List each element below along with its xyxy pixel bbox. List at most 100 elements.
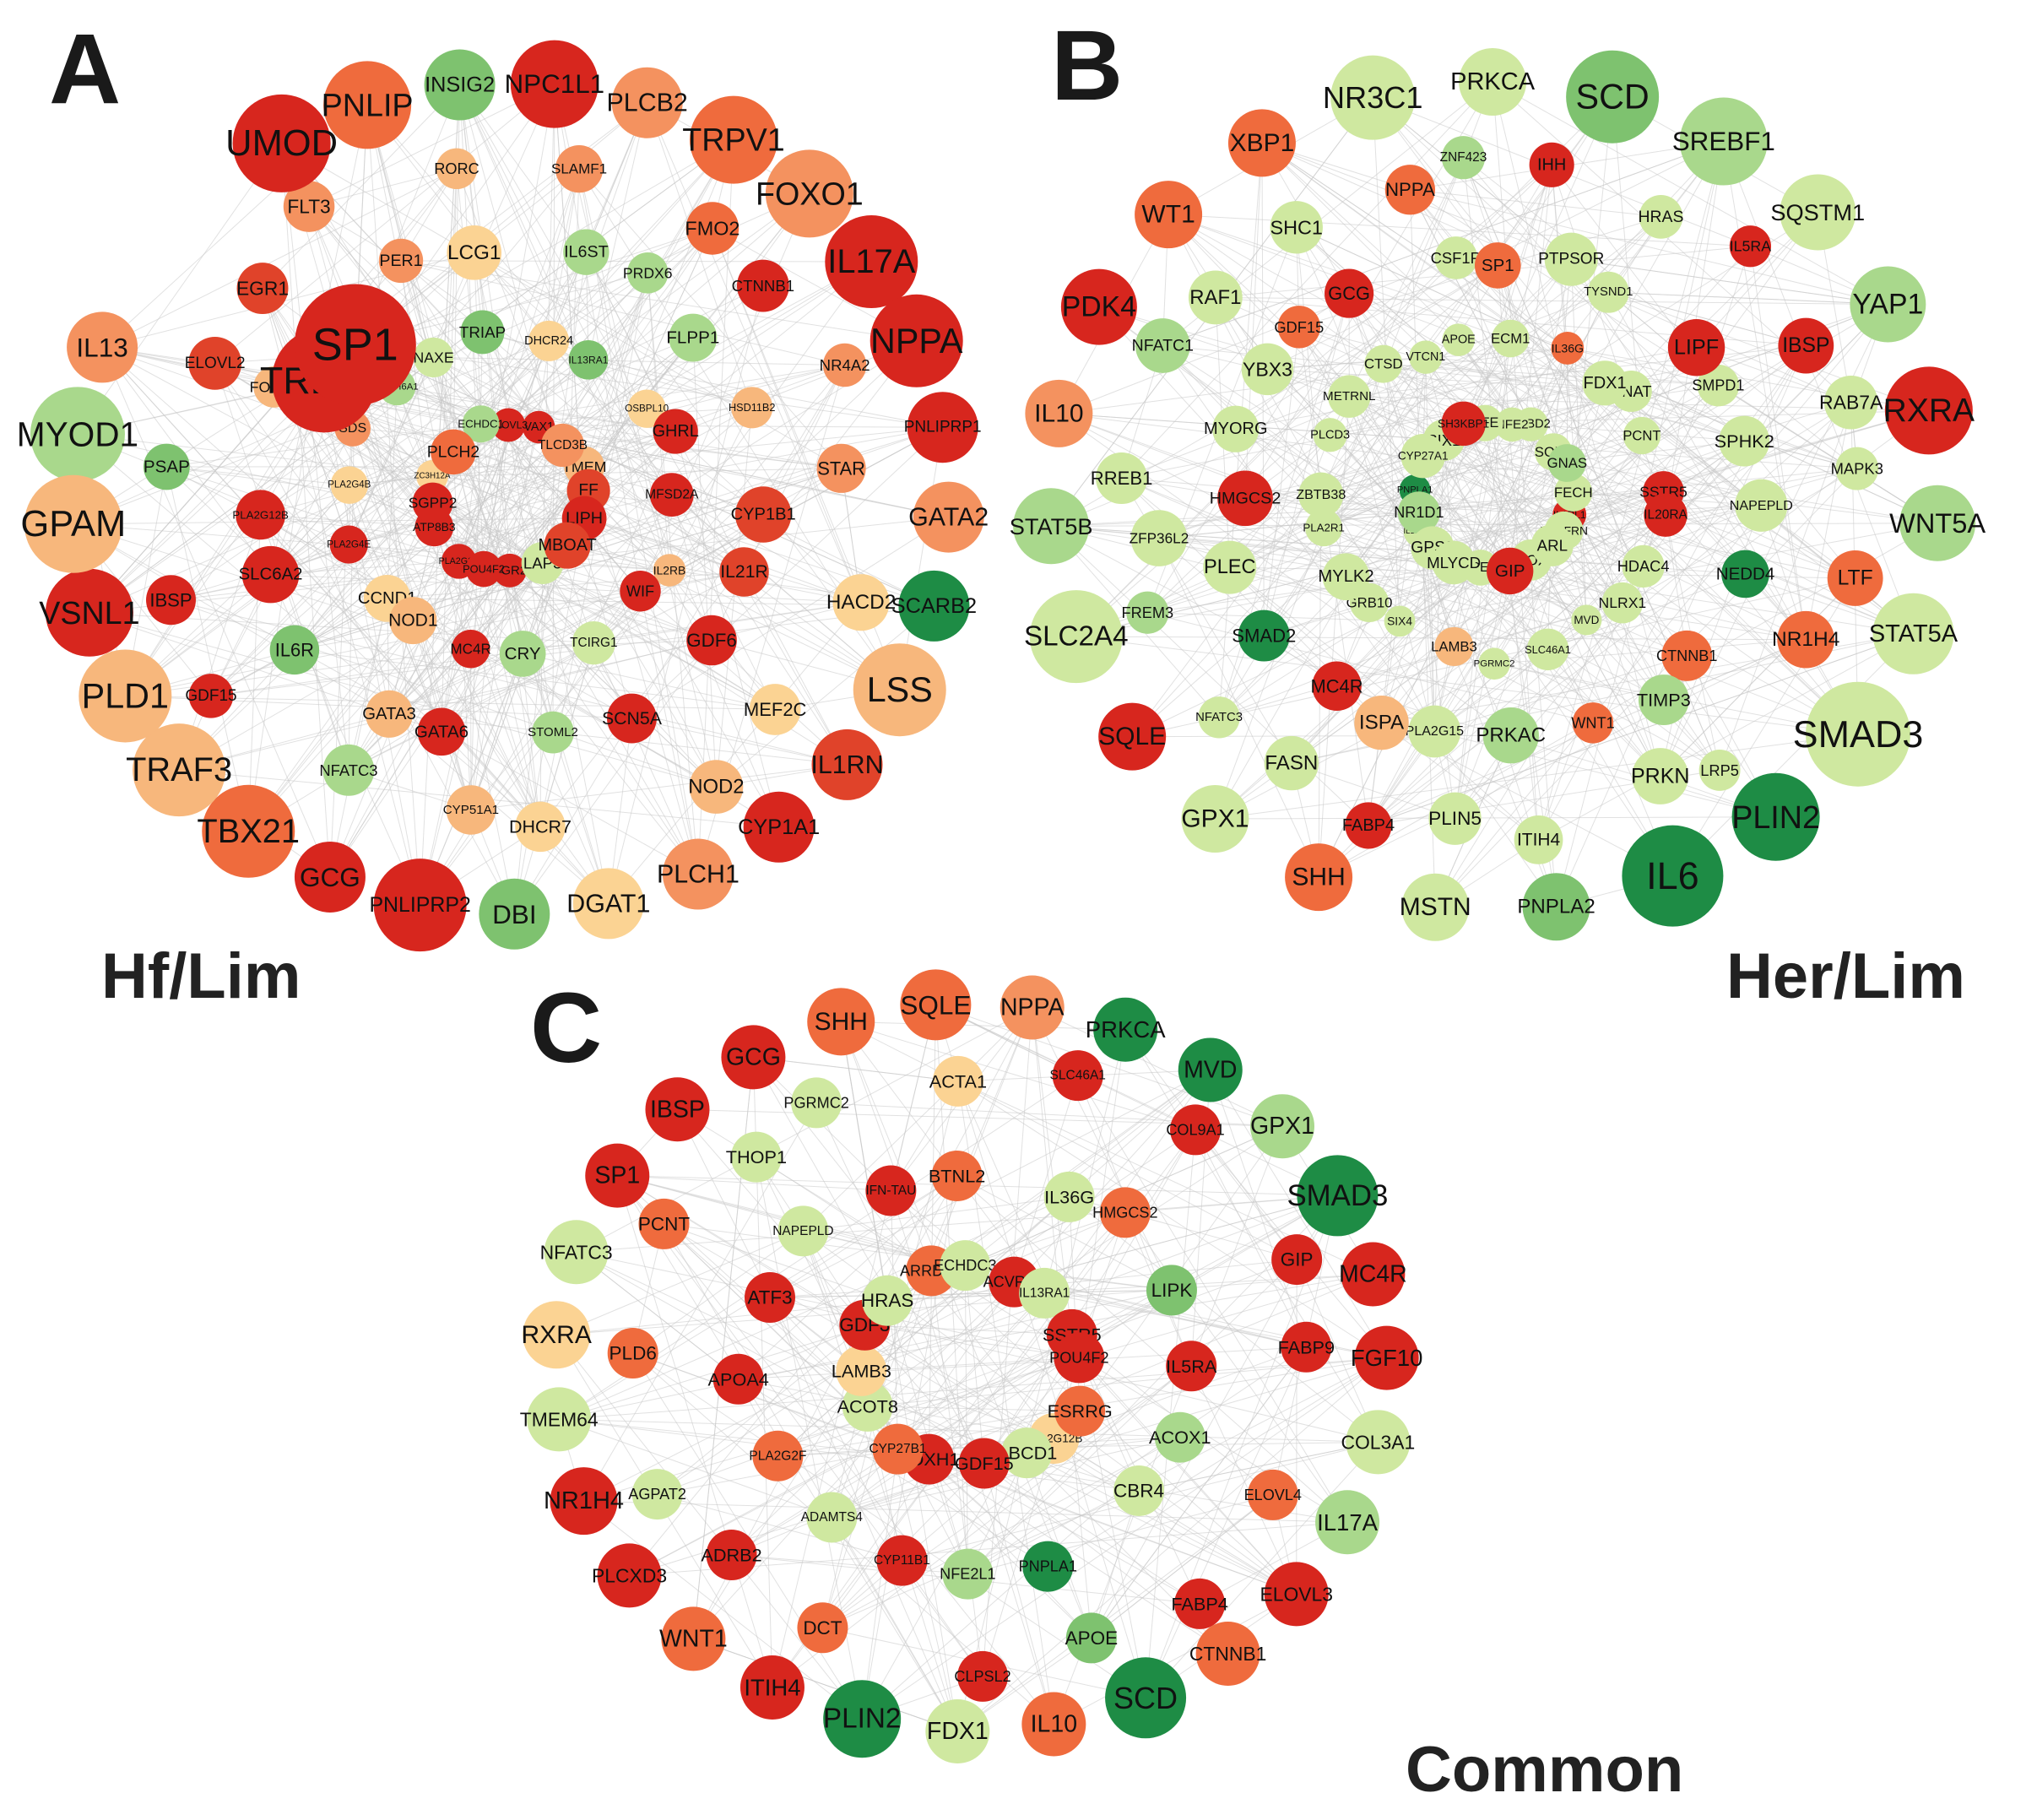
gene-node-label: HSD11B2 [729, 402, 775, 414]
gene-node: LCG1 [447, 225, 502, 280]
network-edge [452, 452, 632, 719]
network-edge [716, 605, 935, 788]
network-edge [1672, 633, 1914, 877]
gene-node-label: APOA4 [708, 1368, 769, 1389]
gene-node: FMO2 [685, 202, 739, 255]
gene-node-label: MC4R [1339, 1261, 1407, 1288]
gene-node-circle [807, 988, 875, 1056]
network-edge [957, 1081, 1387, 1359]
gene-node-label: PGRMC2 [783, 1094, 848, 1111]
gene-node-circle [1582, 360, 1628, 406]
gene-node: SCN5A [602, 693, 663, 744]
network-edge [509, 337, 694, 571]
network-edge [1330, 291, 1609, 436]
gene-node: CYP27B1 [869, 1423, 927, 1475]
network-edge [1210, 1070, 1388, 1358]
gene-node-circle [446, 785, 496, 835]
gene-node-label: IL6R [275, 639, 314, 660]
gene-node-circle [1250, 1094, 1315, 1159]
gene-node-circle [736, 259, 789, 312]
gene-node-label: CTSD [1364, 356, 1403, 372]
gene-node-label: PLCD3 [1310, 428, 1350, 441]
network-edge [616, 1175, 1048, 1567]
network-edge [583, 1500, 863, 1720]
gene-node-circle [540, 423, 585, 468]
gene-node: CTNNB1 [732, 259, 794, 312]
gene-node-circle [1305, 509, 1343, 547]
gene-node-label: ACOT8 [837, 1395, 898, 1416]
network-edge [349, 544, 900, 691]
gene-node-circle [822, 343, 867, 387]
network-edge [388, 653, 523, 715]
gene-node-circle [712, 1353, 764, 1405]
network-edge [1218, 424, 1531, 718]
gene-node: ESRRG [1048, 1385, 1113, 1437]
gene-node: PSAP [144, 443, 190, 490]
network-edge [731, 1554, 968, 1575]
network-edge [1492, 81, 1558, 907]
network-edge [1075, 396, 1350, 637]
gene-node: IFN-TAU [865, 1165, 917, 1216]
gene-node-circle [1166, 1341, 1217, 1392]
gene-node-label: CYP1B1 [731, 506, 796, 524]
gene-node-circle [1178, 1037, 1243, 1102]
gene-node-circle [791, 1077, 842, 1129]
gene-node: IL1RN [810, 729, 884, 800]
gene-node-label: COL3A1 [1341, 1431, 1415, 1453]
gene-node: CSF1R [1431, 236, 1482, 279]
network-edge [355, 102, 647, 345]
gene-node-label: IL6 [1646, 854, 1699, 897]
network-edge [1723, 141, 1807, 640]
network-edge [1195, 1129, 1298, 1260]
gene-node-circle [1428, 792, 1482, 845]
network-edge [101, 168, 458, 348]
gene-node-circle [389, 597, 437, 645]
gene-node-label: METRNL [1323, 389, 1375, 404]
gene-node-label: RAF1 [1189, 286, 1241, 309]
gene-node: IL5RA [1166, 1341, 1217, 1392]
gene-node: SP1 [294, 284, 416, 406]
gene-node-label: PNLIPRP2 [369, 893, 470, 917]
network-edge [433, 356, 845, 366]
network-edge [355, 344, 935, 607]
panel-c-nodes: FABP9ELOVL4FABP4APOECLPSL2DCTADRB2AGPAT2… [520, 969, 1422, 1763]
gene-node-circle [925, 1698, 990, 1763]
gene-node: PRDX6 [623, 252, 673, 294]
panel-b-network: MVDIL13RA1PNPLA1SIX4PGRMC2APOEIL36GVTCN1… [1010, 10, 1986, 1012]
network-edge [1145, 1129, 1196, 1698]
gene-node-label: MC4R [1311, 675, 1363, 696]
gene-node: GNAS [1547, 444, 1587, 482]
gene-node: PRKCA [1450, 47, 1536, 116]
gene-node: IL13 [67, 311, 138, 383]
gene-node: LAMB3 [1431, 626, 1477, 666]
network-edge [166, 466, 433, 504]
network-edge [1349, 345, 1807, 398]
network-edge [967, 1357, 1387, 1575]
network-edge [632, 1352, 1146, 1698]
gene-node-label: APOE [1065, 1628, 1119, 1649]
gene-node-label: RXRA [522, 1321, 592, 1349]
network-edge [576, 1194, 1338, 1253]
network-edge [260, 514, 435, 528]
gene-node: NFATC3 [540, 1220, 613, 1285]
gene-node-circle [1043, 1171, 1095, 1222]
panel-b-nodes: MVDIL13RA1PNPLA1SIX4PGRMC2APOEIL36GVTCN1… [1010, 47, 1986, 941]
network-edge [1463, 423, 1661, 777]
gene-node: PLCH1 [657, 838, 739, 910]
gene-node: APOE [1442, 323, 1476, 356]
network-edge [542, 562, 609, 904]
gene-node-label: IBSP [650, 1096, 705, 1123]
gene-node-circle [1217, 470, 1273, 527]
panel-a-caption: Hf/Lim [101, 940, 301, 1012]
gene-node: GIP [1487, 547, 1534, 595]
gene-node-circle [1872, 593, 1954, 674]
gene-node: ELOVL3 [1260, 1562, 1333, 1627]
network-edge [329, 598, 388, 878]
network-edge [840, 1021, 932, 1271]
gene-node: PNPLA1 [1019, 1541, 1077, 1592]
gene-node-circle [662, 838, 734, 910]
gene-node-circle [931, 1151, 983, 1202]
gene-node: ITIH4 [739, 1655, 805, 1720]
gene-node-label: RREB1 [1091, 468, 1153, 489]
